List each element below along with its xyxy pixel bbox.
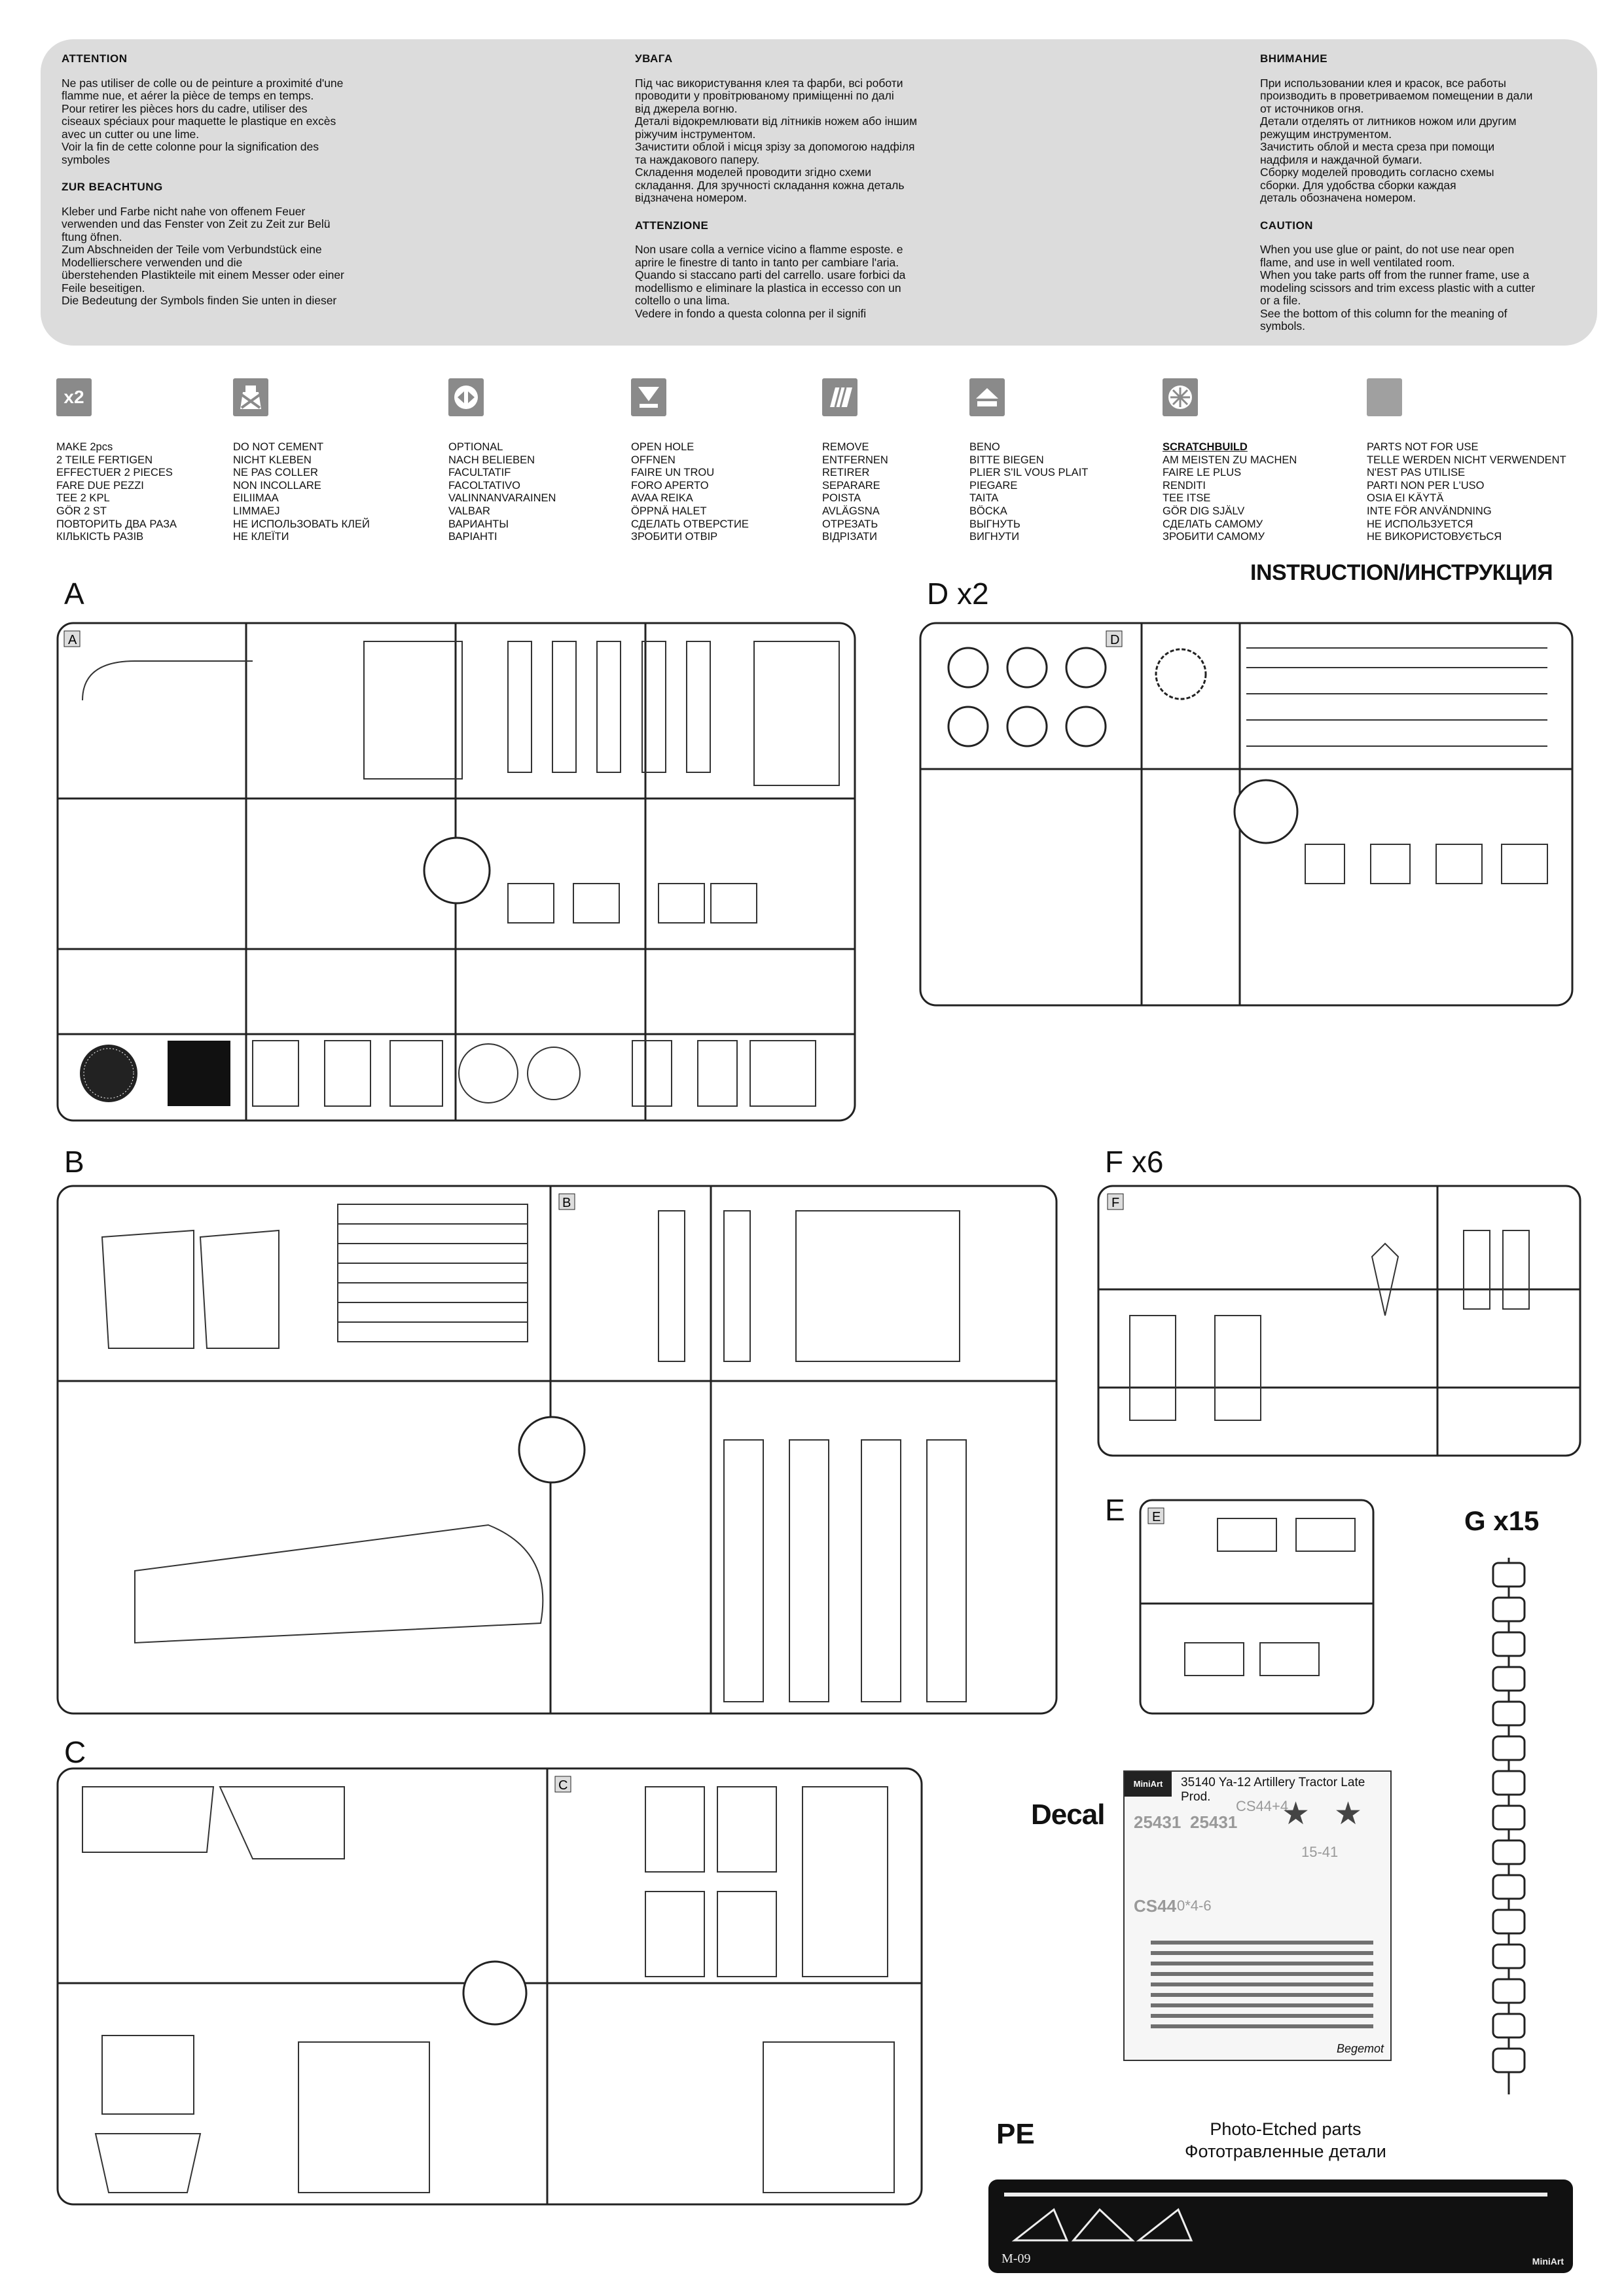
warning-column-2: УВАГА Під час використування клея та фар… bbox=[635, 52, 1001, 334]
decal-code: 25431 bbox=[1134, 1812, 1182, 1832]
sprue-e-tag: E bbox=[1152, 1510, 1161, 1524]
pe-caption-ru: Фототравленные детали bbox=[1185, 2142, 1386, 2161]
text-attention: Ne pas utiliser de colle ou de peinture … bbox=[62, 76, 344, 166]
no-cement-icon bbox=[233, 378, 268, 416]
heading-vnimanie: ВНИМАНИЕ bbox=[1260, 52, 1328, 65]
heading-zur-beachtung: ZUR BEACHTUNG bbox=[62, 181, 163, 193]
pe-triangles bbox=[1011, 2208, 1193, 2242]
pe-caption: Photo-Etched parts Фототравленные детали bbox=[1185, 2118, 1386, 2162]
decal-small-markings bbox=[1151, 1934, 1373, 2032]
remove-icon bbox=[822, 378, 857, 416]
pe-fret: M-09 MiniArt bbox=[988, 2179, 1573, 2273]
text-caution: When you use glue or paint, do not use n… bbox=[1260, 243, 1536, 332]
track-link bbox=[1492, 1770, 1526, 1796]
text-uvaga: Під час використування клея та фарби, вс… bbox=[635, 76, 918, 204]
track-link bbox=[1492, 1839, 1526, 1865]
pe-caption-en: Photo-Etched parts bbox=[1210, 2119, 1362, 2139]
pe-strip bbox=[1004, 2193, 1547, 2197]
sprue-f-tag: F bbox=[1111, 1196, 1119, 1210]
warning-column-3: ВНИМАНИЕ При использовании клея и красок… bbox=[1260, 52, 1600, 348]
sprue-d-label: D x2 bbox=[927, 577, 989, 611]
decal-brand: MiniArt bbox=[1125, 1772, 1172, 1797]
warning-column-1: ATTENTION Ne pas utiliser de colle ou de… bbox=[62, 52, 415, 322]
decal-sheet: MiniArt 35140 Ya-12 Artillery Tractor La… bbox=[1123, 1770, 1392, 2061]
track-link bbox=[1492, 1596, 1526, 1623]
sprue-b: B bbox=[56, 1185, 1058, 1715]
decal-code: 15-41 bbox=[1301, 1844, 1339, 1860]
sprue-c-tag: C bbox=[558, 1778, 568, 1793]
decal-credit: Begemot bbox=[1336, 2042, 1384, 2055]
star-icon: ★ bbox=[1282, 1797, 1310, 1831]
track-link bbox=[1492, 2013, 1526, 2039]
track-link bbox=[1492, 1700, 1526, 1727]
sprue-b-tag: B bbox=[562, 1196, 571, 1210]
sprue-f-label: F x6 bbox=[1105, 1145, 1164, 1179]
sprue-g-label: G x15 bbox=[1464, 1505, 1540, 1536]
star-icon: ★ bbox=[1334, 1797, 1363, 1831]
track-link bbox=[1492, 1943, 1526, 1969]
sprue-d: D bbox=[919, 622, 1574, 1007]
bend-icon bbox=[969, 378, 1005, 416]
sprue-c: C bbox=[56, 1767, 923, 2206]
track-link bbox=[1492, 1562, 1526, 1588]
pe-brand: MiniArt bbox=[1532, 2256, 1564, 2267]
track-link bbox=[1492, 1631, 1526, 1657]
sprue-f: F bbox=[1097, 1185, 1581, 1457]
heading-attention: ATTENTION bbox=[62, 52, 128, 65]
track-link bbox=[1492, 1666, 1526, 1692]
sprue-a-label: A bbox=[64, 577, 84, 611]
sprue-d-tag: D bbox=[1110, 633, 1119, 647]
pe-title: PE bbox=[996, 2118, 1035, 2150]
track-link bbox=[1492, 1735, 1526, 1761]
open-hole-icon bbox=[631, 378, 666, 416]
decal-code: 25431 bbox=[1190, 1812, 1238, 1832]
warning-panel bbox=[41, 39, 1597, 346]
text-attenzione: Non usare colla a vernice vicino a flamm… bbox=[635, 243, 906, 320]
sprue-a: A bbox=[56, 622, 856, 1122]
track-link bbox=[1492, 1874, 1526, 1900]
pe-code: M-09 bbox=[1001, 2251, 1031, 2266]
track-link bbox=[1492, 2047, 1526, 2073]
sprue-g-track bbox=[1492, 1558, 1526, 2094]
sprue-e-label: E bbox=[1105, 1493, 1125, 1527]
decal-code: CS44 bbox=[1134, 1896, 1177, 1916]
track-link bbox=[1492, 1804, 1526, 1831]
heading-uvaga: УВАГА bbox=[635, 52, 673, 65]
track-link bbox=[1492, 1978, 1526, 2004]
sprue-c-label: C bbox=[64, 1735, 86, 1769]
text-zur-beachtung: Kleber und Farbe nicht nahe von offenem … bbox=[62, 204, 344, 307]
sprue-a-tag: A bbox=[68, 633, 77, 647]
instruction-title: INSTRUCTION/ИНСТРУКЦИЯ bbox=[1250, 560, 1553, 585]
heading-attenzione: ATTENZIONE bbox=[635, 219, 709, 232]
sprue-e: E bbox=[1139, 1499, 1375, 1715]
decal-title: Decal bbox=[1031, 1799, 1105, 1831]
make-two-icon: x2 bbox=[56, 378, 92, 416]
sprue-b-label: B bbox=[64, 1145, 84, 1179]
optional-icon bbox=[448, 378, 484, 416]
heading-caution: CAUTION bbox=[1260, 219, 1313, 232]
decal-code: CS44+4 bbox=[1236, 1798, 1289, 1814]
track-link bbox=[1492, 1909, 1526, 1935]
decal-header: 35140 Ya-12 Artillery Tractor Late Prod. bbox=[1181, 1776, 1365, 1804]
decal-code: 0*4-6 bbox=[1177, 1897, 1212, 1914]
scratchbuild-icon bbox=[1163, 378, 1198, 416]
text-vnimanie: При использовании клея и красок, все раб… bbox=[1260, 76, 1533, 204]
parts-not-for-use-icon bbox=[1367, 378, 1402, 416]
